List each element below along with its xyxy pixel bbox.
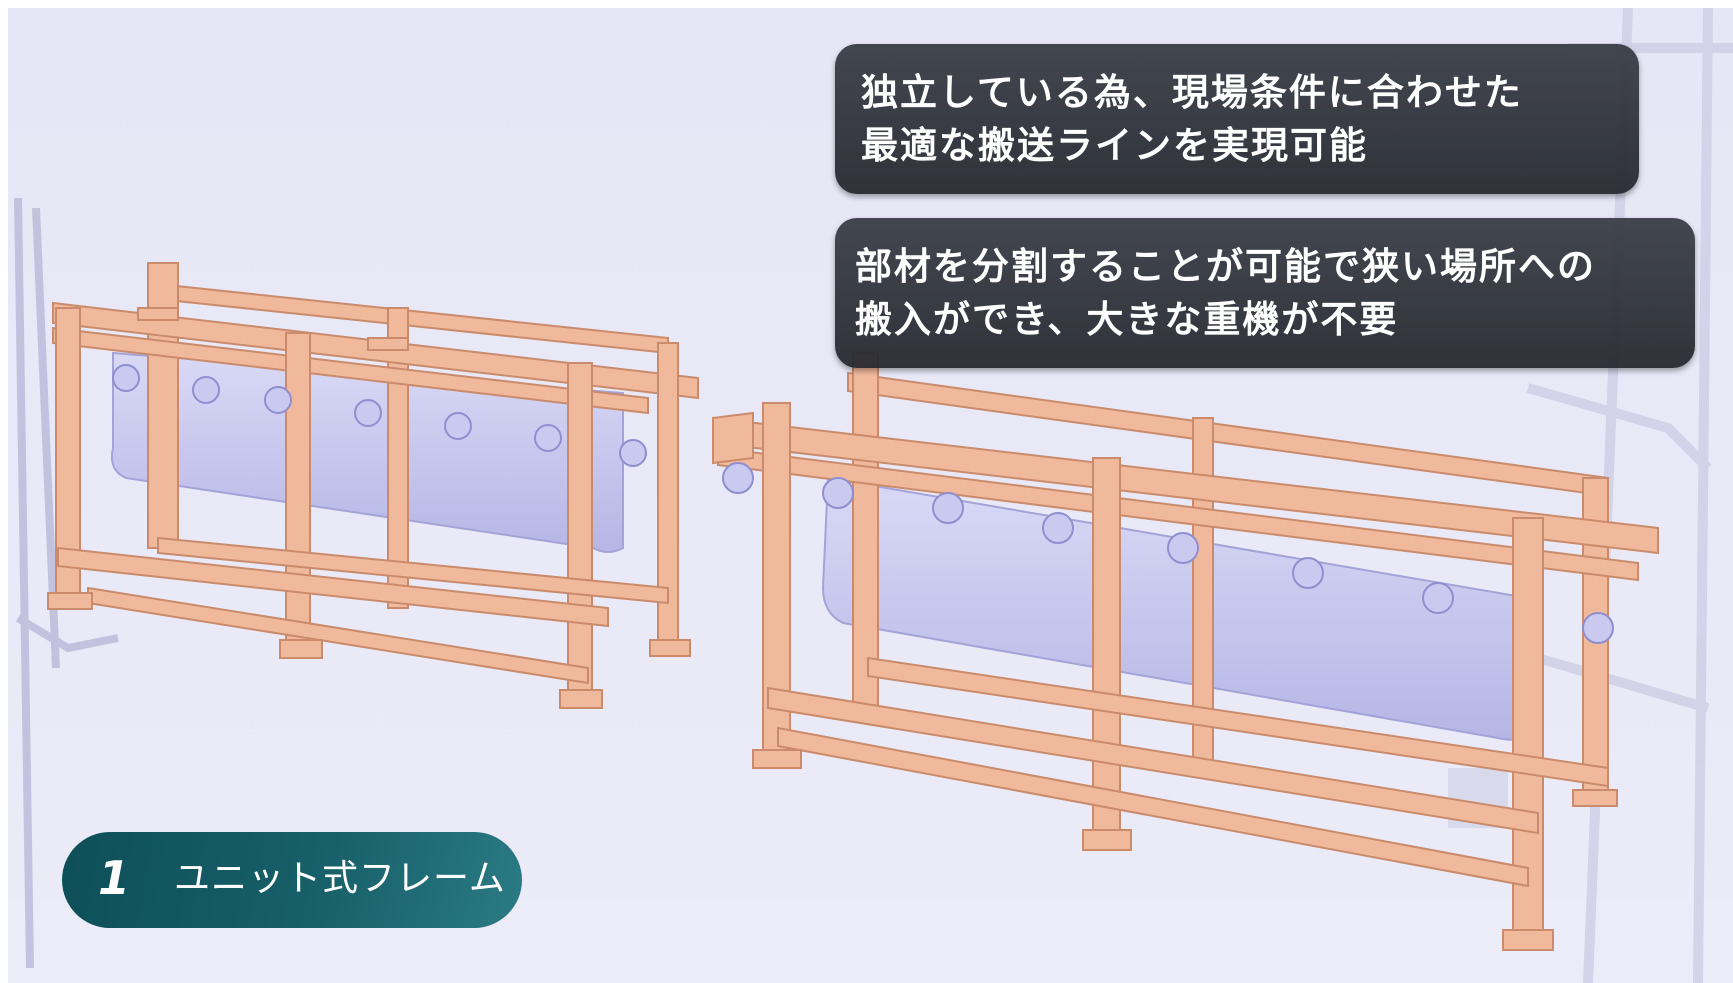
callout-2-line-2: 搬入ができ、大きな重機が不要 xyxy=(855,298,1399,341)
conveyor-unit-left xyxy=(47,262,699,709)
frame-right xyxy=(712,352,1659,951)
feature-callout-independent: 独立している為、現場条件に合わせた 最適な搬送ラインを実現可能 xyxy=(835,44,1639,194)
section-number: 1 xyxy=(98,851,131,905)
feature-callout-divisible: 部材を分割することが可能で狭い場所への 搬入ができ、大きな重機が不要 xyxy=(835,218,1695,368)
callout-2-line-1: 部材を分割することが可能で狭い場所への xyxy=(855,245,1596,288)
conveyor-unit-right xyxy=(712,352,1659,951)
callout-1-line-2: 最適な搬送ラインを実現可能 xyxy=(861,124,1368,167)
belt-left xyxy=(110,351,624,553)
callout-1-line-1: 独立している為、現場条件に合わせた xyxy=(861,71,1523,114)
frame-left xyxy=(47,262,699,709)
rollers-right xyxy=(722,462,1614,644)
section-badge: 1 ユニット式フレーム xyxy=(62,832,522,928)
section-title: ユニット式フレーム xyxy=(174,858,506,899)
rollers-left xyxy=(112,364,647,467)
background-structure-left xyxy=(14,197,119,969)
conveyor-illustration xyxy=(14,8,1733,983)
